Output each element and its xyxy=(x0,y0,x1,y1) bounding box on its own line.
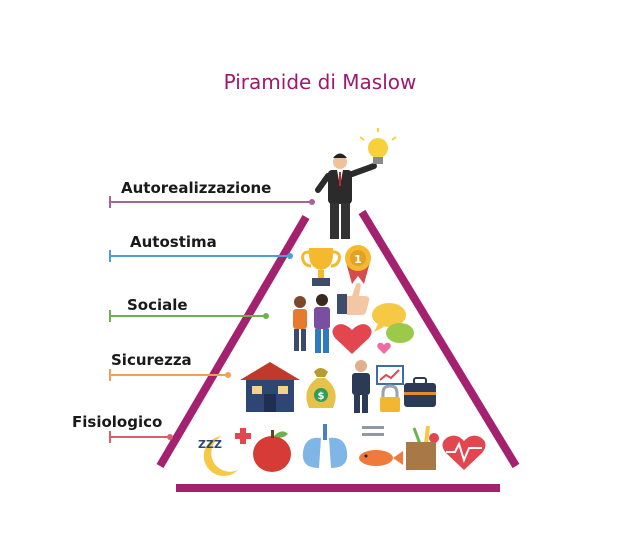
label-sociale: Sociale xyxy=(127,296,188,314)
money-bag-icon: $ xyxy=(306,368,336,408)
trophy-icon xyxy=(301,248,341,286)
medical-cross-icon xyxy=(235,428,251,444)
growth-chart-icon xyxy=(376,365,404,385)
pyramid-frame xyxy=(156,209,520,492)
speech-bubbles-icon xyxy=(372,303,414,343)
leader-lines xyxy=(110,201,312,438)
thumbs-up-icon xyxy=(337,282,370,315)
apple-icon xyxy=(253,430,291,472)
heartbeat-icon xyxy=(442,435,486,470)
businessman-icon xyxy=(315,153,377,239)
medal-number: 1 xyxy=(354,253,362,266)
label-autostima: Autostima xyxy=(130,233,217,251)
lungs-icon xyxy=(302,424,348,468)
hearts-icon xyxy=(332,324,391,354)
couple-icon xyxy=(293,294,330,353)
groceries-bag-icon xyxy=(406,425,439,470)
fish-icon xyxy=(359,426,403,466)
label-sicurezza: Sicurezza xyxy=(111,351,192,369)
padlock-icon xyxy=(380,384,400,412)
diagram-title: Piramide di Maslow xyxy=(223,70,417,94)
sleep-text: ZZZ xyxy=(198,438,222,451)
svg-text:$: $ xyxy=(318,391,325,402)
briefcase-icon xyxy=(404,377,436,407)
medal-icon: 1 xyxy=(345,245,371,284)
lightbulb-icon xyxy=(359,128,397,164)
worker-icon xyxy=(352,360,370,413)
pyramid-right-side xyxy=(358,209,520,469)
house-icon xyxy=(240,362,300,412)
label-autorealizzazione: Autorealizzazione xyxy=(121,179,272,197)
pyramid-left-side xyxy=(156,214,310,469)
leader-end-dots xyxy=(109,196,315,443)
label-fisiologico: Fisiologico xyxy=(72,413,163,431)
sleep-moon-icon: ZZZ xyxy=(198,436,238,476)
